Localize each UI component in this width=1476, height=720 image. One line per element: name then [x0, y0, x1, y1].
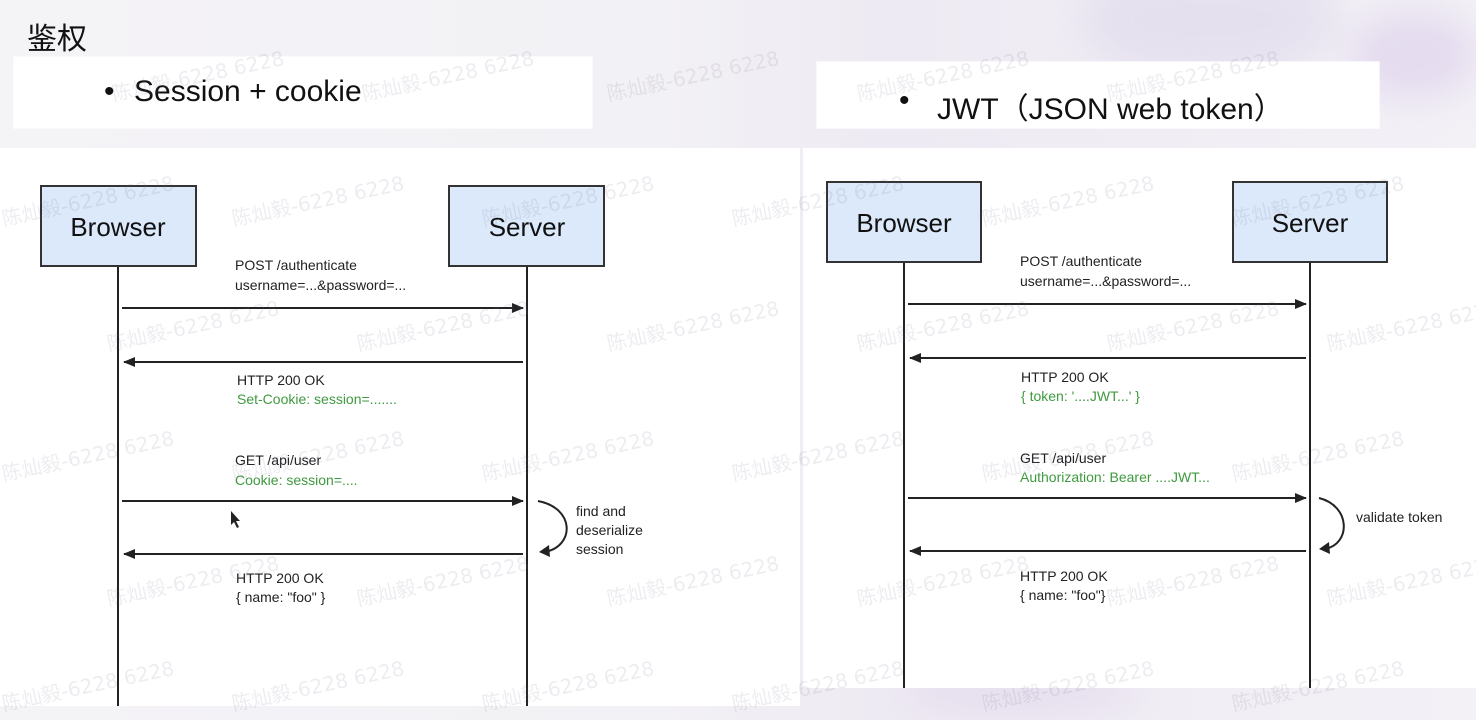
server-label: Server	[1272, 208, 1349, 238]
token-body: { token: '....JWT...' }	[1021, 388, 1140, 404]
user-response-status: HTTP 200 OK	[1020, 568, 1108, 584]
auth-request-label: POST /authenticate	[1020, 253, 1142, 269]
auth-response-status: HTTP 200 OK	[237, 372, 325, 388]
user-response-body: { name: "foo"}	[1020, 587, 1106, 603]
jwt-tag: • JWT（JSON web token）	[817, 62, 1379, 128]
page-title: 鉴权	[27, 22, 87, 57]
server-label: Server	[489, 212, 566, 242]
user-response-status: HTTP 200 OK	[236, 570, 324, 586]
deserialize-loop-arrow	[537, 500, 568, 553]
jwt-label: JWT（JSON web token）	[937, 93, 1284, 126]
user-response-body: { name: "foo" }	[236, 589, 326, 605]
bullet-dot: •	[104, 75, 115, 108]
browser-label: Browser	[856, 208, 952, 238]
mouse-cursor-icon	[231, 511, 240, 528]
session-cookie-sequence-svg: Browser Server POST /authenticate userna…	[0, 148, 800, 706]
deserialize-note-3: session	[576, 541, 623, 557]
validate-loop-arrow	[1318, 497, 1345, 550]
auth-request-label: POST /authenticate	[235, 257, 357, 273]
session-cookie-diagram: Browser Server POST /authenticate userna…	[0, 148, 800, 706]
deserialize-note-2: deserialize	[576, 522, 643, 538]
auth-response-status: HTTP 200 OK	[1021, 369, 1109, 385]
bullet-dot: •	[899, 84, 910, 117]
cookie-header: Cookie: session=....	[235, 472, 358, 488]
user-request-label: GET /api/user	[235, 452, 321, 468]
server-box	[448, 185, 605, 267]
jwt-sequence-svg: Browser Server POST /authenticate userna…	[803, 148, 1476, 688]
user-request-label: GET /api/user	[1020, 450, 1106, 466]
browser-box	[826, 181, 982, 263]
server-box	[1232, 181, 1388, 263]
session-cookie-tag: • Session + cookie	[14, 57, 592, 128]
deserialize-note-1: find and	[576, 503, 626, 519]
session-cookie-label: Session + cookie	[134, 75, 362, 108]
browser-box	[40, 185, 197, 267]
watermark: 陈灿毅-6228 6228	[604, 45, 782, 106]
validate-note: validate token	[1356, 509, 1442, 525]
auth-request-params: username=...&password=...	[1020, 273, 1191, 289]
deserialize-loop-arrowhead	[539, 545, 550, 557]
validate-loop-arrowhead	[1319, 542, 1330, 554]
authorization-header: Authorization: Bearer ....JWT...	[1020, 469, 1210, 485]
auth-request-params: username=...&password=...	[235, 277, 406, 293]
set-cookie-header: Set-Cookie: session=.......	[237, 391, 397, 407]
jwt-diagram: Browser Server POST /authenticate userna…	[803, 148, 1476, 688]
browser-label: Browser	[70, 212, 166, 242]
